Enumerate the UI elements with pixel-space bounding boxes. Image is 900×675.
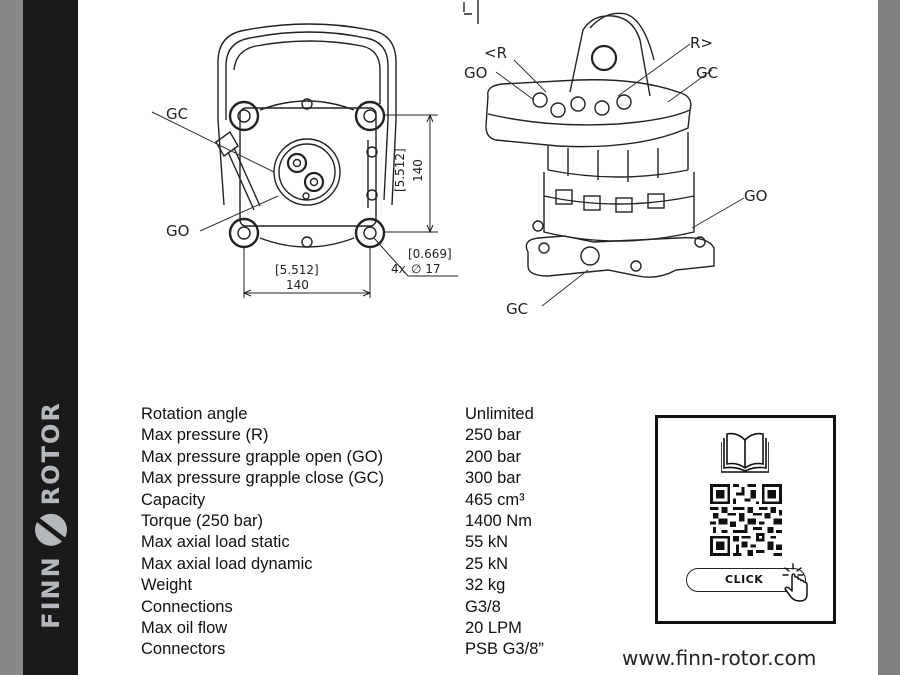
spec-value: 20 LPM [465, 618, 522, 637]
spec-value: G3/8 [465, 597, 501, 616]
specifications-table: Rotation angle Unlimited Max pressure (R)… [141, 404, 561, 661]
dim-hole-inch: [0.669] [408, 247, 452, 261]
spec-value: 55 kN [465, 533, 509, 552]
label-go-iso-top: GO [464, 64, 487, 82]
spec-row: Connections G3/8 [141, 597, 561, 618]
spec-row: Capacity 465 cm³ [141, 490, 561, 511]
top-view-drawing [215, 23, 397, 249]
spec-label: Rotation angle [141, 405, 248, 423]
spec-row: Max axial load static 55 kN [141, 532, 561, 553]
spec-label: Capacity [141, 490, 206, 509]
dim-horizontal-mm: 140 [286, 278, 309, 292]
spec-label: Max pressure grapple open (GO) [141, 447, 384, 466]
rotor-disc-icon [34, 514, 67, 547]
spec-row: Max pressure grapple open (GO) 200 bar [141, 447, 561, 468]
technical-drawing: GC GO [5.512] 140 [5.512] 140 [0.669] 4x… [151, 0, 767, 318]
label-go-iso-side: GO [744, 187, 767, 205]
spec-row: Max pressure (R) 250 bar [141, 425, 561, 446]
spec-value: 25 kN [465, 554, 509, 573]
spec-value: 300 bar [465, 469, 521, 488]
spec-value: 200 bar [465, 447, 521, 466]
label-r-right: R> [690, 34, 713, 52]
spec-label: Max axial load dynamic [141, 554, 313, 573]
spec-row: Max pressure grapple close (GC) 300 bar [141, 468, 561, 489]
right-gray-strip [878, 0, 900, 675]
dim-hole-count: 4x [391, 262, 406, 276]
brand-band: FINN ROTOR [23, 0, 78, 675]
top-view-dimensions [151, 111, 458, 298]
spec-label: Connectors [141, 640, 226, 659]
isometric-view-drawing [463, 0, 715, 278]
dim-hole-diameter: ∅ 17 [411, 262, 441, 276]
spec-value: PSB G3/8” [465, 640, 544, 659]
spec-row: Connectors PSB G3/8” [141, 639, 561, 660]
spec-label: Max pressure grapple close (GC) [141, 469, 385, 488]
brand-name-finn: FINN [36, 555, 65, 629]
qr-code[interactable] [710, 484, 782, 556]
brand-logo: FINN ROTOR [34, 401, 68, 629]
label-go-top-view: GO [166, 222, 189, 240]
pointer-hand-icon [782, 563, 808, 602]
dim-horizontal-inch: [5.512] [275, 263, 319, 277]
spec-label: Max pressure (R) [141, 426, 269, 445]
dim-vertical-inch: [5.512] [393, 148, 407, 192]
label-gc-iso-bottom: GC [506, 300, 528, 318]
spec-value: 1400 Nm [465, 511, 532, 530]
spec-label: Max oil flow [141, 618, 228, 637]
brand-name-rotor: ROTOR [36, 401, 65, 506]
spec-row: Torque (250 bar) 1400 Nm [141, 511, 561, 532]
label-gc-iso-top: GC [696, 64, 718, 82]
isometric-view-leaders [495, 43, 745, 307]
click-button[interactable]: CLICK [686, 563, 808, 602]
spec-row: Max axial load dynamic 25 kN [141, 554, 561, 575]
dim-vertical-mm: 140 [411, 159, 425, 182]
spec-label: Weight [141, 576, 193, 595]
label-gc-top-view: GC [166, 105, 188, 123]
spec-value: Unlimited [465, 405, 534, 423]
website-url[interactable]: www.finn-rotor.com [622, 646, 817, 670]
open-book-icon [721, 432, 769, 473]
left-gray-strip [0, 0, 23, 675]
spec-label: Max axial load static [141, 533, 290, 552]
label-r-left: <R [484, 44, 507, 62]
manual-qr-card[interactable]: CLICK [655, 415, 836, 624]
spec-row: Weight 32 kg [141, 575, 561, 596]
spec-value: 32 kg [465, 576, 506, 595]
spec-value: 465 cm³ [465, 490, 525, 509]
spec-value: 250 bar [465, 426, 521, 445]
spec-row: Rotation angle Unlimited [141, 404, 561, 425]
spec-label: Torque (250 bar) [141, 511, 263, 530]
spec-label: Connections [141, 597, 233, 616]
click-button-label: CLICK [725, 573, 764, 586]
datasheet-page: GC GO [5.512] 140 [5.512] 140 [0.669] 4x… [78, 0, 878, 675]
spec-row: Max oil flow 20 LPM [141, 618, 561, 639]
